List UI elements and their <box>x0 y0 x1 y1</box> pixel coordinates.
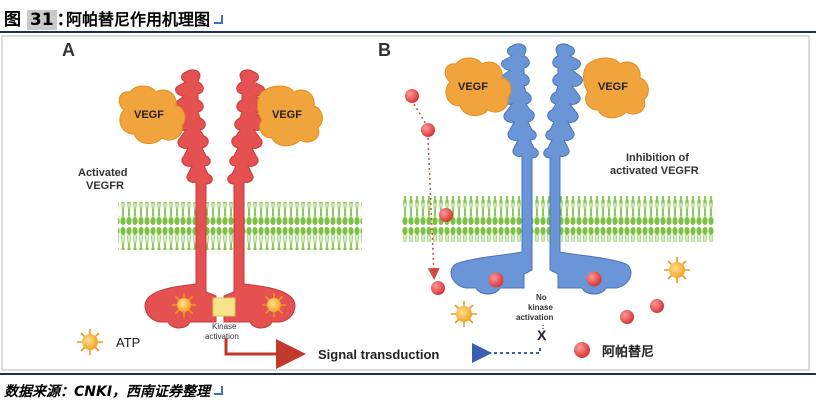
top-rule <box>0 31 816 33</box>
drug-molecule-icon <box>421 123 435 137</box>
kinase-label-line1: Kinase <box>212 322 237 331</box>
panel-frame <box>1 35 810 371</box>
vegf-blob-right-b <box>583 57 649 119</box>
drug-path-arrow <box>413 103 427 125</box>
drug-bound-right-icon <box>586 271 602 287</box>
no-kinase-line3: activation <box>516 313 553 322</box>
figure-title-text: 阿帕替尼作用机理图 <box>66 10 211 29</box>
activated-label-line1: Activated <box>78 167 128 179</box>
atp-legend-label: ATP <box>116 335 140 350</box>
vegfr-right-b <box>543 43 632 295</box>
blocked-signal-arrow <box>472 343 541 363</box>
figure-colon: ： <box>56 10 74 30</box>
drug-molecule-icon <box>431 281 445 295</box>
vegf-blob-right-a <box>257 85 323 147</box>
figure-header: 图 31： 阿帕替尼作用机理图 <box>0 0 816 30</box>
figure-label: 图 31： <box>4 5 74 30</box>
signal-arrow <box>224 338 306 369</box>
panel-a: A VEGF VEGF Activated VEGFR Kinase activ… <box>62 40 439 369</box>
no-kinase-line2: kinase <box>528 303 553 312</box>
signal-transduction-label: Signal transduction <box>318 347 439 362</box>
block-mark: X <box>537 327 547 343</box>
atp-free-icon <box>451 301 477 327</box>
inhibition-label-line1: Inhibition of <box>626 152 689 164</box>
vegf-label-right-b: VEGF <box>598 81 628 93</box>
corner-mark-icon <box>214 15 224 24</box>
corner-mark-icon <box>214 386 224 395</box>
panel-b-letter: B <box>378 40 391 60</box>
figure-number: 31 <box>26 10 57 30</box>
drug-molecule-icon <box>405 89 419 103</box>
figure-label-prefix: 图 <box>4 10 21 30</box>
activated-label-line2: VEGFR <box>86 180 124 192</box>
drug-molecule-icon <box>439 208 453 222</box>
kinase-activation-box <box>212 297 236 317</box>
drug-bound-left-icon <box>488 272 504 288</box>
vegf-label-left-b: VEGF <box>458 81 488 93</box>
atp-bound-left-icon <box>172 293 196 317</box>
source-note: 数据来源：CNKI，西南证券整理 <box>4 381 224 401</box>
vegf-blob-left-a <box>118 85 186 144</box>
atp-free-icon <box>664 257 690 283</box>
mechanism-diagram: A VEGF VEGF Activated VEGFR Kinase activ… <box>0 34 816 372</box>
inhibition-label-line2: activated VEGFR <box>610 165 699 177</box>
panel-b: B VEGF VEGF Inhibition of activated VEGF… <box>378 40 714 363</box>
vegf-label-left-a: VEGF <box>134 109 164 121</box>
drug-molecule-icon <box>620 310 634 324</box>
bottom-rule <box>0 373 816 375</box>
vegfr-right-a <box>223 69 296 329</box>
figure-title: 阿帕替尼作用机理图 <box>66 6 224 30</box>
panel-a-letter: A <box>62 40 75 60</box>
kinase-label-line2: activation <box>205 332 239 341</box>
source-text: 数据来源：CNKI，西南证券整理 <box>4 384 211 400</box>
no-kinase-line1: No <box>536 293 547 302</box>
atp-legend-icon <box>77 329 103 355</box>
drug-legend-icon <box>574 342 590 358</box>
drug-molecule-icon <box>650 299 664 313</box>
vegf-blob-left-b <box>444 57 512 116</box>
drug-legend-label: 阿帕替尼 <box>602 344 654 359</box>
atp-bound-right-icon <box>262 293 286 317</box>
vegf-label-right-a: VEGF <box>272 109 302 121</box>
